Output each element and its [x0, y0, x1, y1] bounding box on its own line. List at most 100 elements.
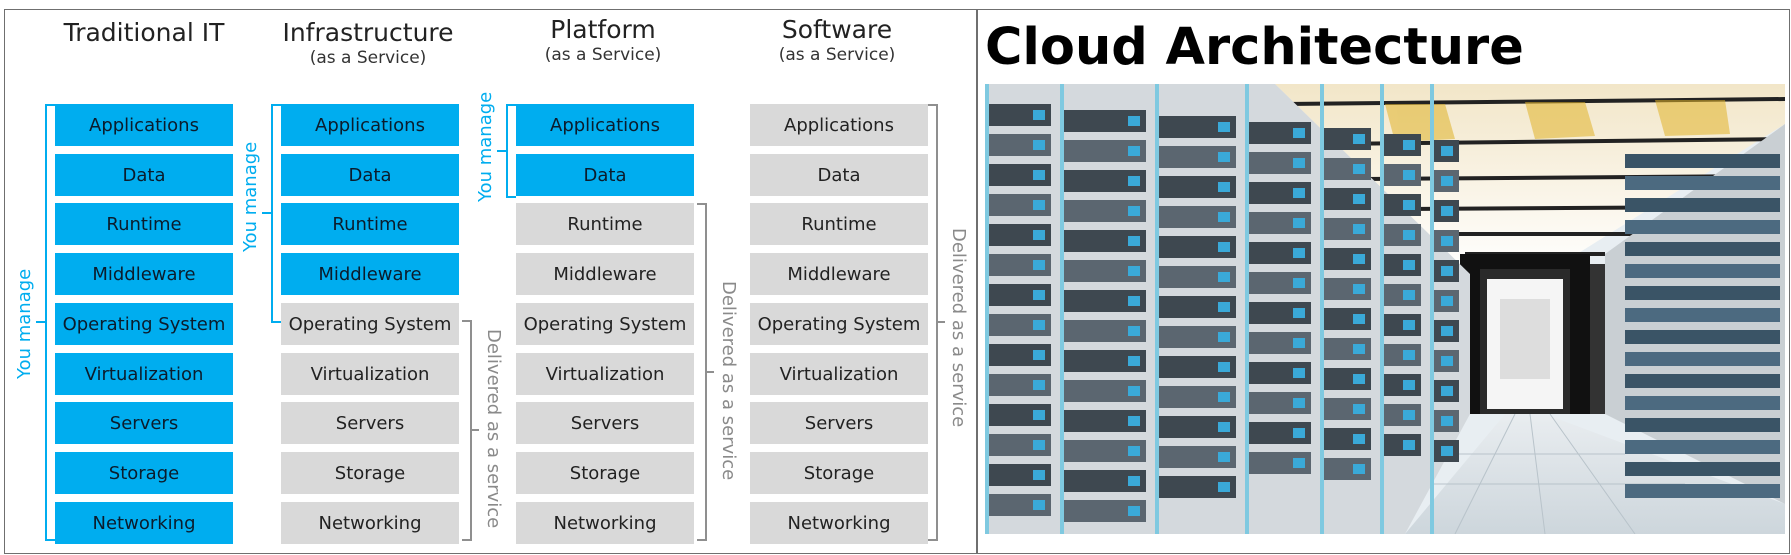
server-port: [1218, 152, 1230, 162]
server-unit: [1064, 260, 1146, 282]
server-unit: [1384, 284, 1421, 306]
server-unit: [1159, 146, 1236, 168]
server-unit: [1324, 338, 1371, 360]
server-port: [1218, 422, 1230, 432]
server-unit: [1064, 170, 1146, 192]
server-port: [1128, 416, 1140, 426]
layer-paas-virtualization: Virtualization: [516, 353, 694, 395]
server-unit: [1249, 302, 1311, 324]
layer-paas-data: Data: [516, 154, 694, 196]
server-port: [1128, 116, 1140, 126]
cable-bundle: [1155, 84, 1159, 534]
server-port: [1033, 320, 1045, 330]
layer-traditional-storage: Storage: [55, 452, 233, 494]
server-unit: [1249, 242, 1311, 264]
server-unit: [1625, 330, 1780, 344]
you-manage-tick-traditional: [36, 321, 45, 323]
server-unit: [1324, 398, 1371, 420]
server-unit: [1324, 458, 1371, 480]
delivered-tick-iaas: [470, 429, 479, 431]
server-unit: [1324, 158, 1371, 180]
server-unit: [1625, 264, 1780, 278]
server-port: [1033, 470, 1045, 480]
server-port: [1218, 122, 1230, 132]
you-manage-tick-iaas: [262, 212, 271, 214]
server-port: [1128, 326, 1140, 336]
layer-iaas-runtime: Runtime: [281, 203, 459, 245]
server-unit: [1249, 152, 1311, 174]
server-unit: [1324, 128, 1371, 150]
layer-traditional-networking: Networking: [55, 502, 233, 544]
server-unit: [1159, 176, 1236, 198]
server-port: [1293, 338, 1305, 348]
column-title-paas: Platform (as a Service): [503, 15, 703, 65]
cable-bundle: [1245, 84, 1249, 534]
server-port: [1128, 506, 1140, 516]
server-unit: [1324, 278, 1371, 300]
layer-paas-middleware: Middleware: [516, 253, 694, 295]
server-unit: [1625, 484, 1780, 498]
column-subtitle: (as a Service): [309, 48, 427, 68]
server-port: [1353, 404, 1365, 414]
server-unit: [1625, 220, 1780, 234]
data-center-photo: [985, 84, 1785, 534]
layer-paas-storage: Storage: [516, 452, 694, 494]
server-port: [1218, 212, 1230, 222]
server-port: [1441, 206, 1453, 216]
server-port: [1353, 134, 1365, 144]
server-unit: [1249, 392, 1311, 414]
cable-bundle: [1320, 84, 1324, 534]
you-manage-bracket-paas: [506, 104, 516, 198]
layer-paas-networking: Networking: [516, 502, 694, 544]
server-unit: [1384, 164, 1421, 186]
layer-saas-networking: Networking: [750, 502, 928, 544]
delivered-tick-paas: [705, 371, 714, 373]
server-port: [1293, 158, 1305, 168]
server-unit: [1159, 476, 1236, 498]
server-unit: [989, 194, 1051, 216]
server-unit: [1249, 452, 1311, 474]
server-port: [1293, 188, 1305, 198]
server-port: [1403, 230, 1415, 240]
server-unit: [1384, 374, 1421, 396]
layer-saas-applications: Applications: [750, 104, 928, 146]
data-center-illustration: [985, 84, 1785, 534]
server-port: [1293, 218, 1305, 228]
you-manage-label-traditional: You manage: [14, 268, 35, 379]
server-port: [1403, 440, 1415, 450]
server-port: [1128, 386, 1140, 396]
server-port: [1293, 398, 1305, 408]
server-port: [1353, 194, 1365, 204]
server-unit: [989, 224, 1051, 246]
layer-saas-runtime: Runtime: [750, 203, 928, 245]
layer-paas-runtime: Runtime: [516, 203, 694, 245]
server-unit: [1625, 198, 1780, 212]
layer-paas-operating-system: Operating System: [516, 303, 694, 345]
server-port: [1441, 416, 1453, 426]
delivered-label-paas: Delivered as a service: [718, 281, 739, 481]
diagram-panel-frame: [4, 9, 978, 554]
server-unit: [1384, 344, 1421, 366]
delivered-tick-saas: [936, 321, 945, 323]
layer-traditional-operating-system: Operating System: [55, 303, 233, 345]
server-unit: [1159, 386, 1236, 408]
layer-paas-servers: Servers: [516, 402, 694, 444]
server-port: [1293, 308, 1305, 318]
server-unit: [1384, 224, 1421, 246]
server-port: [1033, 260, 1045, 270]
server-unit: [1064, 380, 1146, 402]
server-unit: [1064, 320, 1146, 342]
server-port: [1403, 260, 1415, 270]
server-port: [1293, 278, 1305, 288]
server-unit: [1384, 254, 1421, 276]
server-unit: [1324, 248, 1371, 270]
layer-saas-storage: Storage: [750, 452, 928, 494]
server-port: [1033, 440, 1045, 450]
layer-iaas-storage: Storage: [281, 452, 459, 494]
column-title: Software: [781, 15, 893, 44]
server-unit: [1249, 182, 1311, 204]
server-unit: [1159, 266, 1236, 288]
server-unit: [1159, 416, 1236, 438]
server-unit: [1159, 116, 1236, 138]
server-unit: [1625, 176, 1780, 190]
